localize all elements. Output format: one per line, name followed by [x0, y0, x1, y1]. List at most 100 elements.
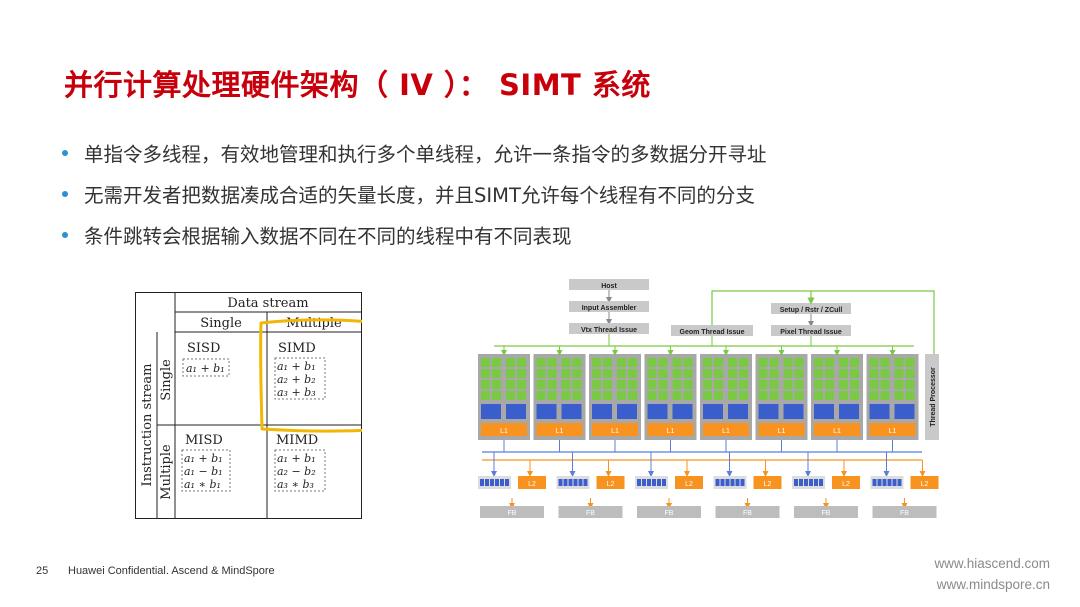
sp-core	[869, 391, 879, 400]
misd-op: a₁ + b₁	[184, 452, 223, 465]
simd-highlight	[259, 318, 362, 433]
l1-label: L1	[833, 428, 841, 435]
sp-core	[658, 369, 668, 378]
sp-core	[481, 380, 490, 389]
sp-core	[814, 380, 823, 389]
sp-core	[481, 369, 490, 378]
rop-unit	[892, 479, 897, 486]
setup-label: Setup / Rstr / ZCull	[780, 307, 843, 314]
l1-cache	[647, 423, 694, 436]
sp-core	[672, 391, 682, 400]
texture-unit	[839, 404, 859, 419]
l2-label: L2	[607, 481, 615, 488]
sp-core	[592, 358, 601, 367]
sp-core	[506, 358, 515, 367]
sp-core	[769, 391, 779, 400]
rop-unit	[583, 479, 588, 486]
sisd-op-box	[182, 358, 230, 377]
sp-core	[869, 358, 879, 367]
sp-core	[547, 369, 557, 378]
bullet-item: 单指令多线程，有效地管理和执行多个单线程，允许一条指令的多数据分开寻址	[62, 134, 767, 175]
sp-core	[492, 369, 501, 378]
geom-thread-issue-label: Geom Thread Issue	[680, 329, 745, 336]
rop-unit	[480, 479, 484, 486]
rop-unit	[730, 479, 735, 486]
l1-label: L1	[722, 428, 730, 435]
rop-unit	[877, 479, 882, 486]
rop-unit	[505, 479, 509, 486]
sp-core	[672, 358, 682, 367]
sp-core	[728, 369, 737, 378]
sp-core	[739, 380, 748, 389]
sp-core	[506, 380, 515, 389]
sp-core	[647, 391, 657, 400]
simd-op-box	[274, 357, 326, 400]
fb-label: FB	[900, 510, 909, 517]
sp-core	[814, 369, 823, 378]
sp-core	[769, 369, 779, 378]
fb-label: FB	[586, 510, 595, 517]
sp-core	[769, 358, 779, 367]
texture-unit	[783, 404, 804, 419]
sp-core	[572, 358, 582, 367]
l2-cache	[596, 476, 625, 489]
sp-core	[628, 358, 637, 367]
sp-core	[905, 391, 915, 400]
l2-label: L2	[528, 481, 536, 488]
website-link[interactable]: www.mindspore.cn	[936, 577, 1050, 592]
bullet-dot	[62, 150, 68, 156]
page-number: 25	[36, 565, 49, 577]
gpu-architecture-diagram: Host Input Assembler Vtx Thread Issue Ge…	[478, 279, 939, 518]
sp-core	[850, 391, 859, 400]
sp-core	[536, 358, 546, 367]
host-label: Host	[601, 283, 617, 290]
rop-unit	[485, 479, 489, 486]
sp-core	[672, 369, 682, 378]
sp-core	[517, 358, 526, 367]
sp-core	[794, 380, 804, 389]
sp-core	[658, 358, 668, 367]
texture-unit	[617, 404, 637, 419]
sp-core	[894, 391, 904, 400]
sp-core	[492, 380, 501, 389]
texture-unit	[536, 404, 557, 419]
sp-core	[617, 369, 626, 378]
sp-core	[794, 369, 804, 378]
l2-label: L2	[921, 481, 929, 488]
sp-core	[617, 358, 626, 367]
rop-unit	[578, 479, 583, 486]
sp-core	[839, 380, 848, 389]
sp-core	[794, 391, 804, 400]
sp-core	[506, 391, 515, 400]
sp-core	[517, 380, 526, 389]
sp-core	[880, 369, 890, 378]
rop-unit	[735, 479, 740, 486]
texture-unit	[481, 404, 501, 419]
sp-core	[703, 358, 712, 367]
sp-core	[714, 369, 723, 378]
sp-core	[547, 391, 557, 400]
website-link[interactable]: www.hiascend.com	[934, 556, 1050, 571]
sp-core	[758, 391, 768, 400]
l2-label: L2	[685, 481, 693, 488]
sp-core	[647, 369, 657, 378]
l1-cache	[536, 423, 583, 436]
slide-title: 并行计算处理硬件架构（ IV ）： SIMT 系统	[64, 68, 651, 102]
sp-core	[703, 380, 712, 389]
sp-core	[517, 391, 526, 400]
multiple-row-label: Multiple	[159, 444, 174, 500]
frame-buffer	[480, 506, 544, 518]
thread-processor-box	[925, 354, 939, 440]
rop-unit	[882, 479, 887, 486]
l2-cache	[910, 476, 939, 489]
sp-core	[703, 391, 712, 400]
sp-core	[783, 369, 793, 378]
rop-unit	[809, 479, 813, 486]
rop-unit	[740, 479, 745, 486]
pixel-thread-issue-label: Pixel Thread Issue	[780, 329, 842, 336]
sp-core	[783, 358, 793, 367]
sp-core	[603, 391, 612, 400]
texture-unit	[506, 404, 526, 419]
sp-core	[825, 391, 834, 400]
